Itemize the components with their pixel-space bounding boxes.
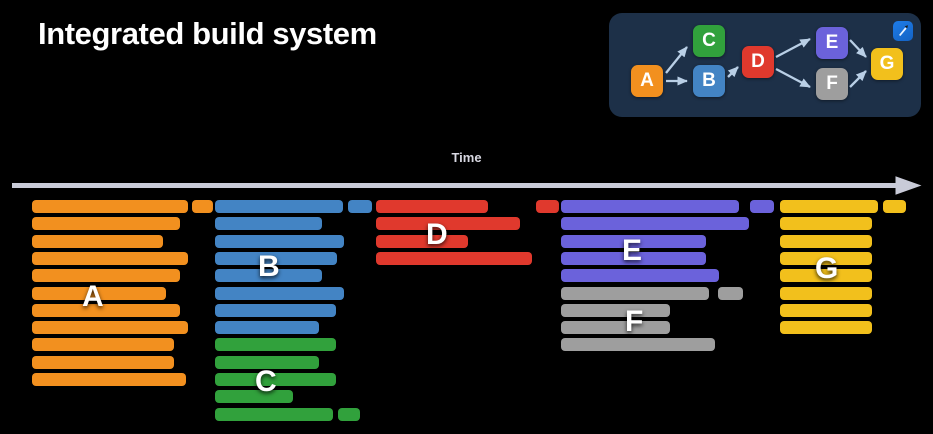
bar-g-2[interactable] [780,217,872,231]
dep-node-c[interactable]: C [693,25,725,57]
bar-b-1[interactable] [348,200,372,213]
bar-a-2[interactable] [32,217,180,231]
bar-a-1[interactable] [192,200,213,213]
bar-g-4[interactable] [780,251,872,265]
bar-c-2[interactable] [215,373,336,386]
dep-node-a[interactable]: A [631,65,663,97]
dep-node-b[interactable]: B [693,65,725,97]
bar-d-1[interactable] [536,200,559,213]
bar-g-7[interactable] [780,303,872,317]
page-title: Integrated build system [38,16,377,51]
bar-g-3[interactable] [780,234,872,248]
bar-g-8[interactable] [780,321,872,335]
bar-b-2[interactable] [215,217,322,231]
bar-d-2[interactable] [376,217,520,231]
dep-node-b-label: B [702,70,716,91]
bar-a-9[interactable] [32,338,174,352]
bar-a-10[interactable] [32,355,174,369]
bar-d-4[interactable] [376,251,532,265]
bar-c-0[interactable] [215,338,336,352]
bar-e-1[interactable] [750,200,774,213]
bar-b-4[interactable] [215,251,337,265]
bar-f-0[interactable] [561,286,709,300]
bar-a-3[interactable] [32,234,163,248]
bar-e-0[interactable] [561,200,739,213]
xcode-icon [893,21,913,41]
bar-b-7[interactable] [215,303,336,317]
dep-node-d-label: D [751,51,765,72]
bar-a-5[interactable] [32,269,180,283]
bar-g-6[interactable] [780,286,872,300]
dep-node-e[interactable]: E [816,27,848,59]
dep-node-e-label: E [825,32,839,53]
bar-a-8[interactable] [32,321,188,335]
bar-c-5[interactable] [338,407,360,421]
dep-node-c-label: C [702,30,716,51]
bar-a-4[interactable] [32,251,188,265]
bar-d-3[interactable] [376,234,468,248]
time-axis-label: Time [451,150,482,165]
bar-f-3[interactable] [561,321,670,335]
bar-g-1[interactable] [883,200,906,213]
bar-a-11[interactable] [32,373,186,386]
dep-node-a-label: A [640,70,654,91]
bar-b-0[interactable] [215,200,343,213]
bar-f-1[interactable] [718,286,743,300]
dep-node-d[interactable]: D [742,46,774,78]
bar-f-2[interactable] [561,303,670,317]
bar-d-0[interactable] [376,200,488,213]
bar-b-5[interactable] [215,269,322,283]
dep-node-g-label: G [879,53,895,74]
bar-e-2[interactable] [561,217,749,231]
dep-node-g[interactable]: G [871,48,903,80]
bar-a-7[interactable] [32,303,180,317]
dep-node-f-label: F [826,73,838,94]
bar-e-4[interactable] [561,251,706,265]
bar-a-6[interactable] [32,286,166,300]
bar-c-4[interactable] [215,407,333,421]
bar-c-3[interactable] [215,390,293,404]
time-axis-arrow [12,176,922,195]
bar-a-0[interactable] [32,200,188,213]
dep-node-f[interactable]: F [816,68,848,100]
bar-e-3[interactable] [561,234,706,248]
bar-g-5[interactable] [780,269,872,283]
bar-e-5[interactable] [561,269,719,283]
bar-b-3[interactable] [215,234,344,248]
dependency-graph-panel: A B C D E F G [609,13,921,117]
bar-f-4[interactable] [561,338,715,352]
bar-b-6[interactable] [215,286,344,300]
bar-g-0[interactable] [780,200,878,213]
bar-c-1[interactable] [215,355,319,369]
bar-b-8[interactable] [215,321,319,335]
